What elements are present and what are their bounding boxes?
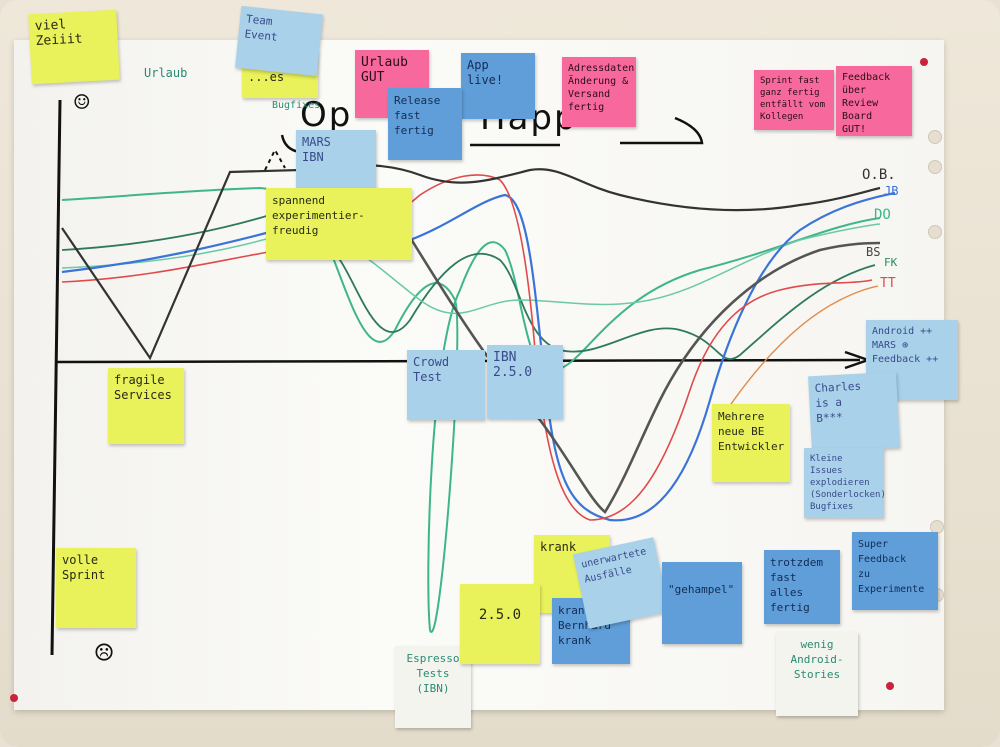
- board-title-left: Op: [300, 95, 353, 135]
- note-team-event: Team Event: [234, 5, 324, 77]
- curve-orange: [719, 285, 879, 421]
- note-espresso-tests: Espresso Tests (IBN): [395, 646, 471, 728]
- pin: [920, 58, 928, 66]
- pin: [10, 694, 18, 702]
- punch-hole: [928, 225, 942, 239]
- note-gehampel: "gehampel": [662, 562, 742, 644]
- punch-hole: [928, 130, 942, 144]
- smiley-sad-icon: ☹: [95, 636, 114, 671]
- note-app-live: App live!: [461, 53, 535, 119]
- punch-hole: [928, 160, 942, 174]
- note-release-fast-fertig: Release fast fertig: [388, 88, 462, 160]
- note-volle-sprint: volle Sprint: [56, 548, 136, 628]
- legend-jb: JB: [884, 184, 899, 198]
- curve-teal: [61, 223, 881, 315]
- legend-do: DO: [874, 207, 891, 223]
- legend-tt: TT: [880, 276, 896, 291]
- note-mehrere-be-entwickler: Mehrere neue BE Entwickler: [712, 404, 790, 482]
- legend-fk: FK: [884, 256, 898, 269]
- note-viel-zeit: viel Zeiiit: [28, 9, 120, 85]
- label-urlaub: Urlaub: [144, 66, 188, 80]
- note-kleine-issues: Kleine Issues explodieren (Sonderlocken)…: [804, 448, 884, 518]
- note-feedback-review: Feedback über Review Board GUT!: [836, 66, 912, 136]
- note-trotzdem-fertig: trotzdem fast alles fertig: [764, 550, 840, 624]
- note-crowd-test: Crowd Test: [407, 350, 485, 420]
- y-axis: [50, 99, 62, 656]
- note-250: 2.5.0: [460, 584, 540, 664]
- legend-ob: O.B.: [862, 167, 896, 183]
- legend-bs: BS: [866, 245, 881, 259]
- curve-ob: [61, 163, 881, 361]
- note-bugfixes: Bugfixes: [272, 100, 321, 111]
- note-adressdaten: Adressdaten Änderung & Versand fertig: [562, 57, 636, 127]
- note-charles: Charles is a B***: [808, 371, 900, 453]
- curve-bs: [378, 189, 881, 514]
- note-ibn-250: IBN 2.5.0: [487, 345, 563, 419]
- note-super-feedback: Super Feedback zu Experimente: [852, 532, 938, 610]
- smiley-happy-icon: ☺: [74, 88, 90, 118]
- note-fragile-services: fragile Services: [108, 368, 184, 444]
- pin: [886, 682, 894, 690]
- note-spannend: spannend experimentier- freudig: [266, 188, 412, 260]
- note-sprint-fast-fertig: Sprint fast ganz fertig entfällt vom Kol…: [754, 70, 834, 130]
- note-wenig-android: wenig Android- Stories: [776, 632, 858, 716]
